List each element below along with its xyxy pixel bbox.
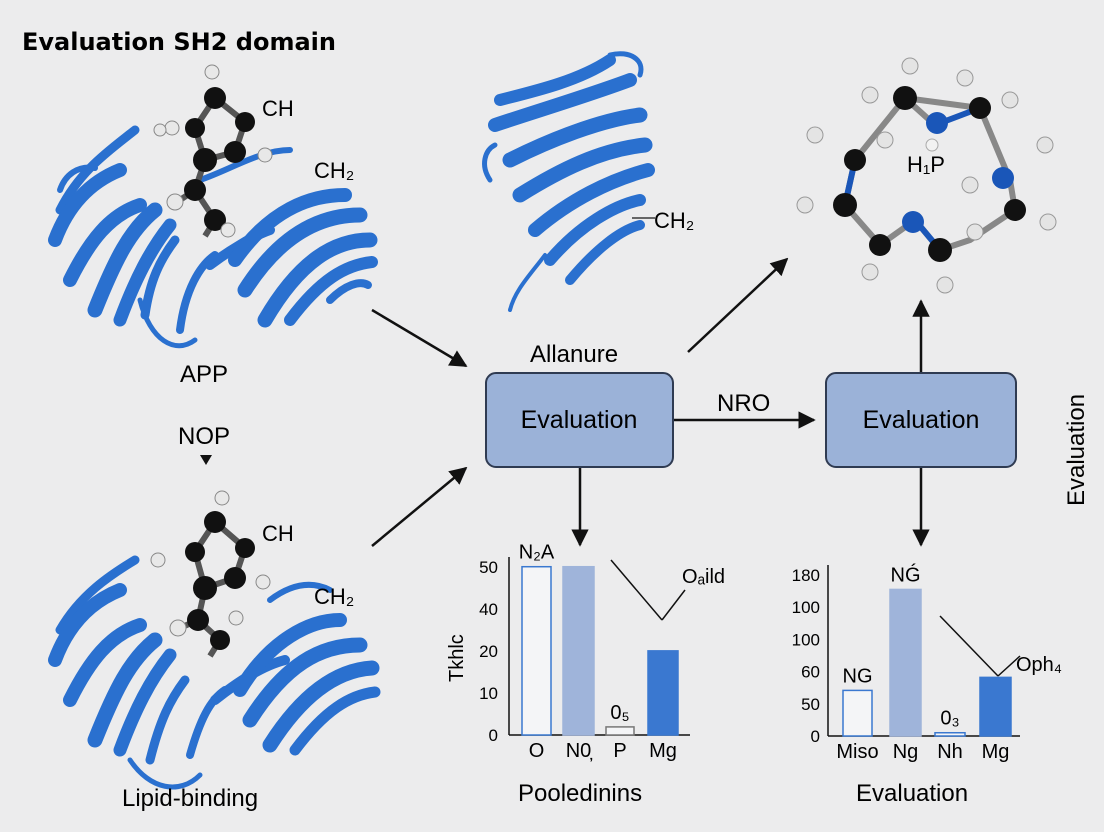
chart-2-bar — [934, 731, 966, 737]
chart-2-xtick: Mg — [982, 741, 1010, 763]
chart-1-bar — [647, 650, 679, 736]
chart-1-ytick: 20 — [479, 642, 498, 661]
ligand-molecule-top-left — [153, 64, 273, 238]
mol-label-ch2-top-left: CH₂ — [314, 158, 354, 183]
chart-1-bar — [521, 565, 552, 736]
chart-1-xtick: O — [529, 740, 545, 762]
chart-2-ytick: 50 — [801, 695, 820, 714]
chart-1: Oₐild Tkhlc Pooledinins 50 40 20 10 0O N₂A N0̦… — [446, 542, 725, 807]
ligand-molecule-bottom-left — [150, 490, 271, 658]
nop-down-arrow — [200, 455, 212, 465]
mol-label-ch-top-left: CH — [262, 96, 294, 121]
chart-2-xtick: Ng — [893, 741, 919, 763]
chart-1-ytick: 10 — [479, 684, 498, 703]
protein-ribbon-top-center — [482, 51, 655, 312]
diagram-title: Evaluation SH2 domain — [22, 28, 336, 56]
chart-2-data-label: 0₃ — [940, 708, 959, 730]
chart-1-data-label: N₂A — [519, 542, 555, 564]
chart-2-ytick: 60 — [801, 663, 820, 682]
chart-1-xtick: Mg — [649, 740, 677, 762]
chart-2-data-label: NǴ — [891, 563, 921, 586]
chart-2-annotation: Oph₄ — [1016, 654, 1062, 676]
chart-2-xtick: Nh — [937, 741, 963, 763]
chart-2-xlabel: Evaluation — [856, 780, 968, 807]
center-evaluation-box — [485, 372, 674, 468]
arrow-app-to-center — [371, 308, 468, 368]
macrocycle-molecule — [796, 57, 1057, 294]
chart-1-ylabel: Tkhlc — [446, 634, 468, 682]
protein-ribbon-top-left — [48, 125, 378, 349]
side-label-evaluation: Evaluation — [1063, 394, 1090, 506]
chart-1-annotation: Oₐild — [682, 566, 725, 588]
arrow-lipid-to-center — [371, 466, 468, 547]
structure-label-nop: NOP — [178, 423, 230, 450]
chart-2-data-label: NG — [843, 665, 873, 687]
chart-2-ytick: 0 — [811, 727, 820, 746]
mol-label-ch2-top-center: CH₂ — [654, 208, 694, 233]
chart-1-annotation-line-2 — [661, 589, 686, 621]
arrow-label-nro: NRO — [717, 390, 770, 417]
mol-label-ch-bottom-left: CH — [262, 521, 294, 546]
mol-label-h1p: H₁P — [907, 152, 945, 177]
chart-1-ytick: 40 — [479, 600, 498, 619]
chart-1-ytick: 50 — [479, 558, 498, 577]
chart-2-ytick: 100 — [792, 630, 820, 649]
chart-2-ytick: 180 — [792, 566, 820, 585]
chart-2-bar — [842, 689, 873, 737]
chart-2-bar — [979, 676, 1012, 737]
right-evaluation-box — [825, 372, 1017, 468]
chart-1-xtick: N0̦ — [566, 740, 593, 762]
chart-1-xtick: P — [613, 740, 626, 762]
chart-2-ytick: 100 — [792, 598, 820, 617]
chart-2-annotation-line — [939, 615, 999, 677]
chart-1-annotation-line — [610, 559, 663, 621]
protein-ribbon-bottom-left — [48, 555, 381, 790]
chart-1-xlabel: Pooledinins — [518, 780, 642, 807]
center-caption-allanure: Allanure — [530, 341, 618, 368]
arrow-center-to-macrocycle — [687, 257, 789, 353]
structure-label-lipid-binding: Lipid-binding — [122, 785, 258, 812]
mol-label-ch2-bottom-left: CH₂ — [314, 584, 354, 609]
chart-2-annotation-line-2 — [997, 655, 1021, 677]
center-evaluation-box-label: Evaluation — [521, 406, 638, 434]
chart-2-xtick: Miso — [836, 741, 878, 763]
chart-1-ytick: 0 — [489, 726, 498, 745]
structure-label-app: APP — [180, 361, 228, 388]
right-evaluation-box-label: Evaluation — [863, 406, 980, 434]
chart-1-bar — [562, 565, 595, 736]
chart-2-bar — [889, 588, 922, 737]
chart-1-bar — [605, 726, 635, 736]
chart-1-data-label: 0₅ — [610, 702, 629, 724]
